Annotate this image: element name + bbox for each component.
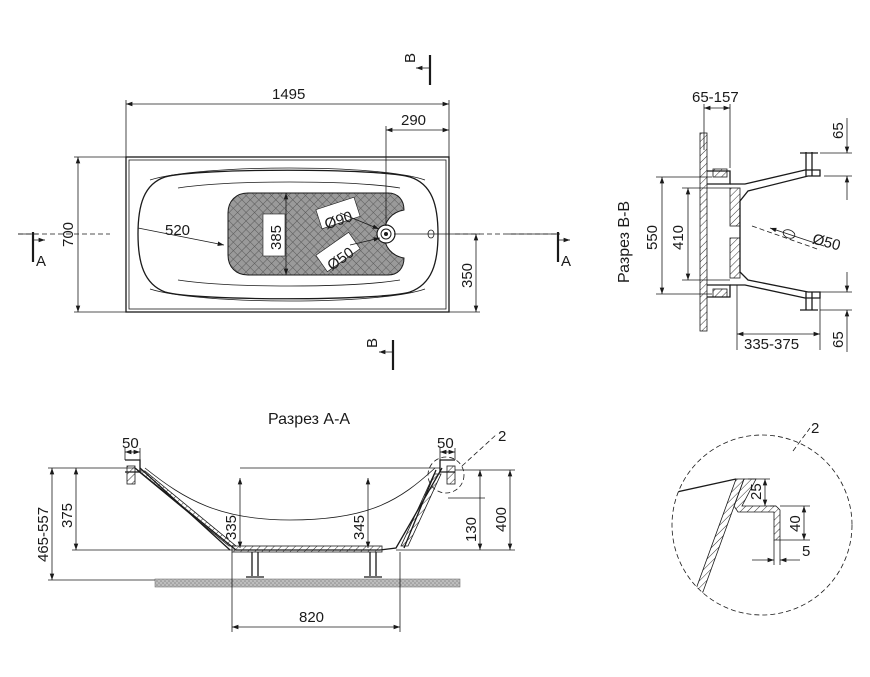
dim-inner-right: 345: [351, 515, 368, 540]
detail-circle: [671, 434, 853, 616]
dim-rim-left: 50: [122, 435, 139, 452]
dim-rim-right: 50: [437, 435, 454, 452]
dim-length: 1495: [272, 86, 305, 103]
detail-view: 2 25 40 5: [671, 420, 853, 616]
section-b-top-label: B: [402, 53, 419, 63]
tub-outline: [125, 156, 450, 313]
section-aa-title: Разрез А-А: [268, 411, 350, 428]
section-aa: Разрез А-А 2 50: [35, 411, 515, 632]
dim-step: 40: [787, 515, 804, 532]
dim-drain-offset: 290: [401, 112, 426, 129]
section-a-right-label: A: [561, 253, 571, 270]
dim-bottom-offset: 65: [830, 331, 847, 348]
dim-inner-height: 410: [670, 225, 687, 250]
dim-height-400: 400: [493, 507, 510, 532]
dim-depth-aa: 375: [59, 503, 76, 528]
detail-view-ref: 2: [811, 420, 819, 437]
section-b-bottom-label: B: [364, 338, 381, 348]
dim-top-offset: 65: [830, 122, 847, 139]
dim-leg-height: 130: [463, 517, 480, 542]
dim-total-height: 550: [644, 225, 661, 250]
dim-width: 700: [60, 222, 77, 247]
dim-inner-left: 335: [223, 515, 240, 540]
dim-wall-gap: 65-157: [692, 89, 739, 106]
dim-pad-width: 385: [268, 225, 285, 250]
dim-total-height-aa: 465-557: [35, 507, 52, 562]
section-bb: Разрез В-В Ø50 65-157 65: [616, 89, 852, 353]
detail-marker: [427, 456, 465, 494]
tub-basin: [137, 169, 439, 300]
floor: [154, 578, 461, 588]
section-bb-title: Разрез В-В: [616, 201, 633, 283]
top-view: A A B B 1495 290 700 520 385 Ø90: [18, 53, 571, 370]
wall: [699, 132, 708, 332]
dim-depth-range: 335-375: [744, 336, 799, 353]
detail-ref-label: 2: [498, 428, 506, 445]
section-a-left-label: A: [36, 253, 46, 270]
tub-shell-aa: [134, 467, 443, 551]
dim-drain-from-edge: 350: [459, 263, 476, 288]
dim-leg-spacing: 820: [299, 609, 324, 626]
dim-seat-reach: 520: [165, 222, 190, 239]
dim-gap: 5: [802, 543, 810, 560]
dim-pipe-dia: Ø50: [811, 231, 843, 255]
dim-lip: 25: [748, 483, 765, 500]
